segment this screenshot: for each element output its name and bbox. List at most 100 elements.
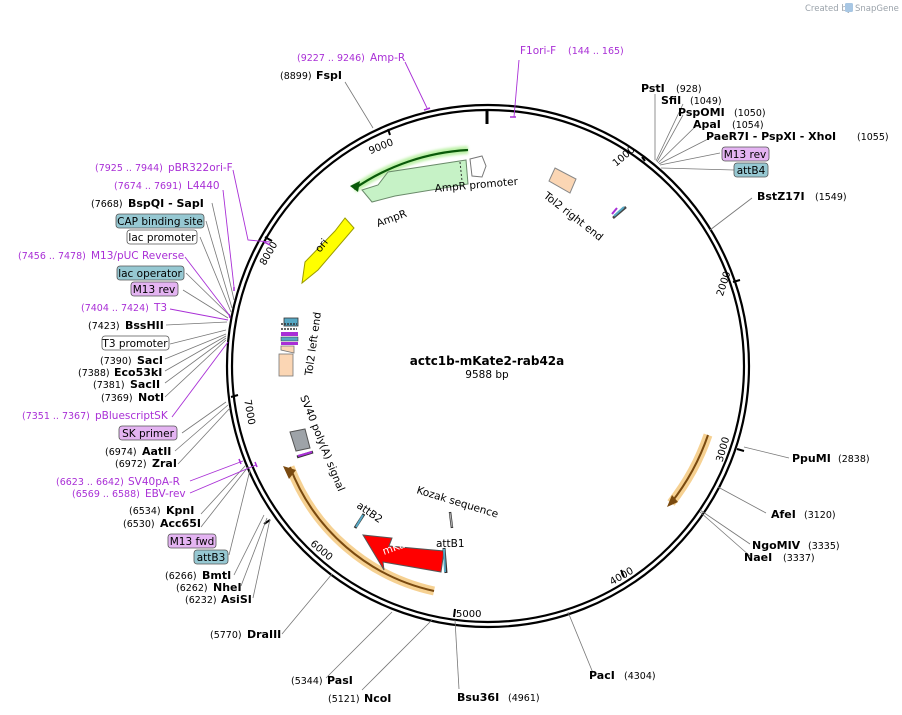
ampr-arrow[interactable] bbox=[361, 159, 469, 203]
tol2-right-box[interactable] bbox=[548, 167, 577, 194]
backbone-inner bbox=[230, 108, 746, 624]
boxed-lac-promoter[interactable]: lac promoter bbox=[126, 229, 198, 245]
enzyme-sacii-pos: (7381) bbox=[93, 380, 125, 391]
primer-leader-lines bbox=[169, 59, 520, 494]
enzyme-sfii-pos: (1049) bbox=[690, 96, 722, 107]
enzyme-afei[interactable]: AfeI bbox=[771, 508, 796, 521]
enzyme-psti[interactable]: PstI bbox=[641, 82, 665, 95]
primer-pbr322[interactable]: pBR322ori-F bbox=[168, 162, 233, 174]
enzyme-ppumi[interactable]: PpuMI bbox=[792, 452, 831, 465]
boxed-m13rev-top[interactable]: M13 rev bbox=[721, 146, 770, 162]
boxed-lac-operator[interactable]: lac operator bbox=[116, 265, 185, 281]
enzyme-fspi[interactable]: FspI bbox=[316, 69, 342, 82]
enzyme-bstz17i-pos: (1549) bbox=[815, 192, 847, 203]
enzyme-noti-pos: (7369) bbox=[101, 393, 133, 404]
enzyme-ncoi-pos: (5121) bbox=[328, 694, 360, 705]
boxed-cap-binding[interactable]: CAP binding site bbox=[115, 213, 205, 229]
enzyme-eco53ki[interactable]: Eco53kI bbox=[114, 366, 162, 379]
ori-group[interactable] bbox=[301, 217, 355, 285]
enzyme-asisi-pos: (6232) bbox=[185, 595, 217, 606]
enzyme-naei[interactable]: NaeI bbox=[744, 551, 772, 564]
enzyme-fspi-pos: (8899) bbox=[280, 71, 312, 82]
primer-ebvrev[interactable]: EBV-rev bbox=[145, 488, 186, 500]
enzyme-nhei-pos: (6262) bbox=[176, 583, 208, 594]
ori-arrow[interactable] bbox=[301, 217, 355, 285]
boxed-attb4[interactable]: attB4 bbox=[733, 162, 769, 178]
primer-sv40par[interactable]: SV40pA-R bbox=[128, 476, 180, 488]
enzyme-kpni[interactable]: KpnI bbox=[166, 504, 194, 517]
mkate2-group[interactable] bbox=[283, 465, 454, 596]
boxed-labels: M13 rev attB4 CAP binding site lac promo… bbox=[101, 146, 770, 565]
enzyme-saci-pos: (7390) bbox=[100, 356, 132, 367]
enzyme-zrai[interactable]: ZraI bbox=[152, 457, 177, 470]
enzyme-nhei[interactable]: NheI bbox=[213, 581, 242, 594]
enzyme-bmti[interactable]: BmtI bbox=[202, 569, 231, 582]
svg-text:attB4: attB4 bbox=[737, 165, 766, 177]
primer-ampr[interactable]: Amp-R bbox=[370, 52, 405, 64]
boxed-attb3[interactable]: attB3 bbox=[193, 549, 229, 565]
primer-m13puc[interactable]: M13/pUC Reverse bbox=[91, 250, 184, 262]
enzyme-paer7i[interactable]: PaeR7I - PspXI - XhoI bbox=[706, 130, 836, 143]
primer-f1ori[interactable]: F1ori-F bbox=[520, 45, 556, 57]
enzyme-pspomi-pos: (1050) bbox=[734, 108, 766, 119]
enzyme-draiii[interactable]: DraIII bbox=[247, 628, 281, 641]
ampr-group bbox=[350, 146, 487, 203]
enzyme-ppumi-pos: (2838) bbox=[838, 454, 870, 465]
svg-text:SK primer: SK primer bbox=[122, 428, 174, 440]
primer-l4440[interactable]: L4440 bbox=[187, 180, 220, 192]
primer-pbluescript[interactable]: pBluescriptSK bbox=[95, 410, 169, 422]
enzyme-bsu36i[interactable]: Bsu36I bbox=[457, 691, 499, 704]
primer-labels: (9227 .. 9246) Amp-R F1ori-F (144 .. 165… bbox=[18, 45, 624, 500]
enzyme-bspqi[interactable]: BspQI - SapI bbox=[128, 197, 204, 210]
backbone-outer bbox=[225, 103, 751, 629]
enzyme-paci[interactable]: PacI bbox=[589, 669, 615, 682]
attb1-label: attB1 bbox=[436, 538, 465, 550]
snapgene-logo-icon bbox=[845, 3, 853, 12]
primer-pbluescript-range: (7351 .. 7367) bbox=[22, 411, 90, 422]
enzyme-saci[interactable]: SacI bbox=[137, 354, 163, 367]
enzyme-naei-pos: (3337) bbox=[783, 553, 815, 564]
enzyme-noti[interactable]: NotI bbox=[138, 391, 164, 404]
boxed-sk-primer[interactable]: SK primer bbox=[118, 425, 178, 441]
svg-text:CAP binding site: CAP binding site bbox=[117, 216, 203, 228]
mkate2-arrow[interactable] bbox=[362, 534, 445, 573]
enzyme-paci-pos: (4304) bbox=[624, 671, 656, 682]
enzyme-ncoi[interactable]: NcoI bbox=[364, 692, 391, 705]
enzyme-pasi[interactable]: PasI bbox=[327, 674, 353, 687]
boxed-t3-promoter[interactable]: T3 promoter bbox=[101, 335, 170, 351]
boxed-m13rev-left[interactable]: M13 rev bbox=[130, 281, 179, 297]
credit-prefix: Created by bbox=[805, 4, 852, 14]
enzyme-kpni-pos: (6534) bbox=[129, 506, 161, 517]
enzyme-asisi[interactable]: AsiSI bbox=[221, 593, 252, 606]
enzyme-bsu36i-pos: (4961) bbox=[508, 693, 540, 704]
orange-arc-right bbox=[667, 433, 713, 507]
svg-text:lac promoter: lac promoter bbox=[128, 232, 196, 244]
primer-m13puc-range: (7456 .. 7478) bbox=[18, 251, 86, 262]
enzyme-afei-pos: (3120) bbox=[804, 510, 836, 521]
boxed-m13fwd[interactable]: M13 fwd bbox=[167, 533, 217, 549]
ampr-promoter-arrow[interactable] bbox=[469, 155, 487, 178]
tol2-left-label: Tol2 left end bbox=[303, 311, 324, 377]
enzyme-apai[interactable]: ApaI bbox=[693, 118, 721, 131]
enzyme-acc65i[interactable]: Acc65I bbox=[160, 517, 201, 530]
enzyme-pspomi[interactable]: PspOMI bbox=[678, 106, 725, 119]
enzyme-aatii[interactable]: AatII bbox=[142, 445, 171, 458]
enzyme-bsshii[interactable]: BssHII bbox=[125, 319, 164, 332]
sv40-group[interactable] bbox=[289, 428, 314, 459]
svg-text:M13 rev: M13 rev bbox=[133, 284, 176, 296]
tick-7000: 7000 bbox=[241, 399, 256, 426]
ampr-label: AmpR bbox=[375, 208, 409, 230]
enzyme-bmti-pos: (6266) bbox=[165, 571, 197, 582]
tol2-left-group bbox=[278, 317, 299, 377]
enzyme-psti-pos: (928) bbox=[676, 84, 702, 95]
leader-lines bbox=[164, 81, 790, 691]
tol2-right-label: Tol2 right end bbox=[540, 189, 605, 243]
enzyme-bstz17i[interactable]: BstZ17I bbox=[757, 190, 805, 203]
kozak-label: Kozak sequence bbox=[415, 484, 500, 520]
primer-sv40par-range: (6623 .. 6642) bbox=[56, 477, 124, 488]
sv40-arrow[interactable] bbox=[289, 428, 311, 452]
primer-t3[interactable]: T3 bbox=[153, 302, 167, 314]
enzyme-sfii[interactable]: SfiI bbox=[661, 94, 681, 107]
enzyme-ngomiv[interactable]: NgoMIV bbox=[752, 539, 801, 552]
enzyme-sacii[interactable]: SacII bbox=[130, 378, 160, 391]
